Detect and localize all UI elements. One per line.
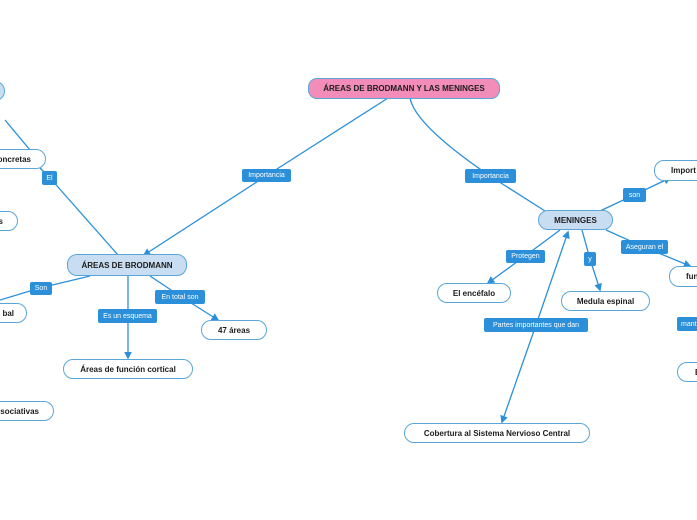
edge-partes-cobertura [500, 324, 537, 424]
edge-root-importancia-left [265, 97, 389, 177]
link-en-total-son[interactable]: En total son [155, 290, 205, 304]
edge-root-importancia-right [409, 97, 491, 177]
link-son-brodmann[interactable]: Son [30, 282, 52, 295]
link-el[interactable]: El [42, 171, 57, 185]
child-import[interactable]: Import [654, 160, 697, 181]
child-47-areas[interactable]: 47 áreas [201, 320, 267, 340]
edge-partes-meninges [535, 230, 570, 326]
child-fun[interactable]: fun [669, 266, 697, 287]
child-bal[interactable]: bal [0, 303, 27, 323]
root-topic[interactable]: ÁREAS DE BRODMANN Y LAS MENINGES [308, 78, 500, 99]
link-son-meninges[interactable]: son [623, 188, 646, 202]
child-e[interactable]: E [677, 362, 697, 382]
child-el-encefalo[interactable]: El encéfalo [437, 283, 511, 303]
meninges-topic[interactable]: MENINGES [538, 210, 613, 230]
child-asociativas[interactable]: sociativas [0, 401, 54, 421]
child-areas-funcion-cortical[interactable]: Áreas de función cortical [63, 359, 193, 379]
edge-importancia-brodmann [142, 175, 267, 256]
link-importancia-meninges[interactable]: Importancia [465, 169, 516, 183]
brodmann-topic[interactable]: ÁREAS DE BRODMANN [67, 254, 187, 276]
child-concretas[interactable]: oncretas [0, 149, 46, 169]
link-importancia-brodmann[interactable]: Importancia [242, 169, 291, 182]
edge-brodmann-el [49, 177, 119, 256]
child-cobertura-snc[interactable]: Cobertura al Sistema Nervioso Central [404, 423, 590, 443]
link-aseguran-el[interactable]: Aseguran el [621, 240, 668, 254]
child-s[interactable]: s [0, 211, 18, 231]
link-es-un-esquema[interactable]: Es un esquema [98, 309, 157, 323]
link-y[interactable]: y [584, 252, 596, 266]
link-partes-importantes[interactable]: Partes importantes que dan [484, 318, 588, 332]
link-protegen[interactable]: Protegen [506, 250, 545, 263]
link-mant[interactable]: mant [677, 317, 697, 331]
edge-concretas-top [4, 119, 31, 151]
child-medula-espinal[interactable]: Medula espinal [561, 291, 650, 311]
